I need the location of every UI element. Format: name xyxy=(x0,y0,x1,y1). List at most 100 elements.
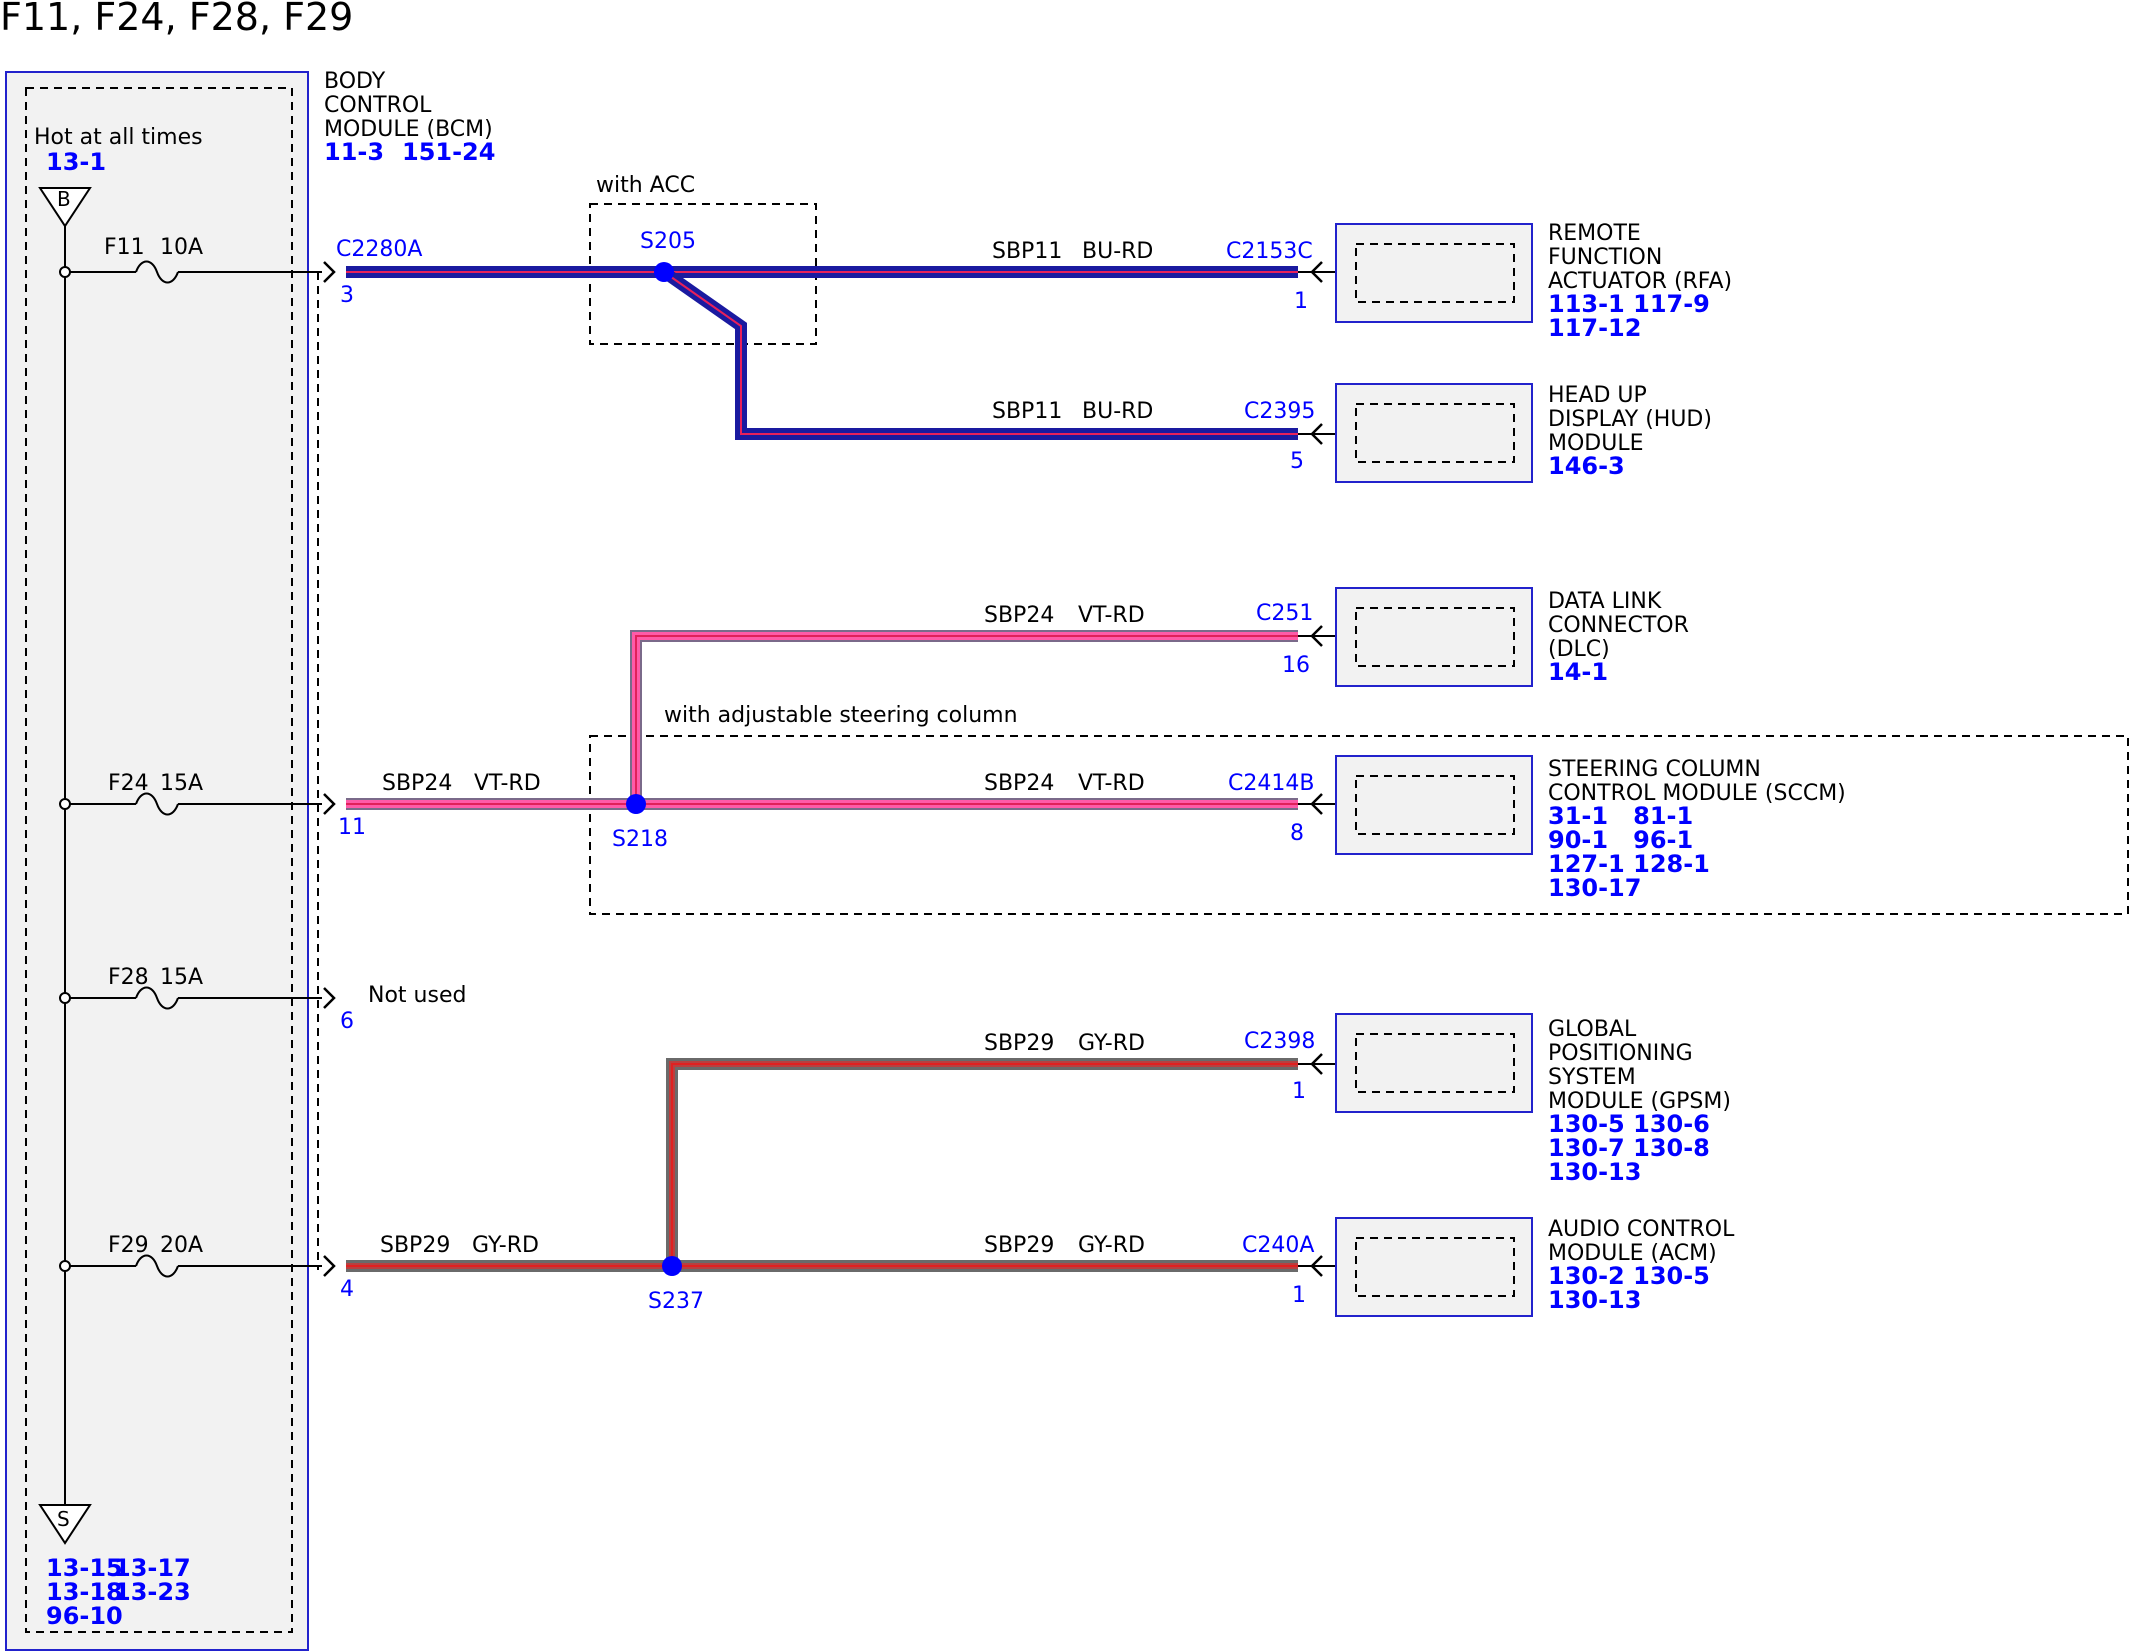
bcm-outer-box xyxy=(5,71,309,1651)
pin-arrow-icon xyxy=(1310,261,1323,283)
module-ref-line-1[interactable]: 14-1 xyxy=(1548,658,1608,686)
module-name-line-2: DISPLAY (HUD) xyxy=(1548,407,1712,432)
bcm-ref-1[interactable]: 11-3 xyxy=(324,138,384,166)
module-ref-line-4[interactable]: 130-17 xyxy=(1548,874,1641,902)
module-ref-line-1[interactable]: 113-1 117-9 xyxy=(1548,290,1710,318)
wire-label-circuit: SBP24 xyxy=(984,771,1054,796)
bottom-ref-1[interactable]: 13-15 xyxy=(46,1554,123,1582)
module-inner-box xyxy=(1355,243,1515,303)
splice-s218-label: S218 xyxy=(612,827,668,852)
wire-label-color: BU-RD xyxy=(1082,399,1153,424)
module-name-line-3: SYSTEM xyxy=(1548,1065,1636,1090)
bottom-ref-4[interactable]: 13-23 xyxy=(114,1578,191,1606)
bus-tap-dot xyxy=(59,798,71,810)
module-sccm: C2414B 8 STEERING COLUMN CONTROL MODULE … xyxy=(1228,755,1846,902)
fuse-icon xyxy=(135,1254,179,1278)
pin-arrow-icon xyxy=(1310,793,1323,815)
bcm-name-line-1: BODY xyxy=(324,69,386,94)
module-name-line-3: (DLC) xyxy=(1548,637,1610,662)
module-ref-line-1[interactable]: 146-3 xyxy=(1548,452,1625,480)
module-box xyxy=(1335,587,1533,687)
connector-c2395[interactable]: C2395 xyxy=(1244,399,1315,424)
bcm-module: BODY CONTROL MODULE (BCM) 11-3 151-24 Ho… xyxy=(5,69,495,1651)
wire-label-circuit: SBP29 xyxy=(984,1031,1054,1056)
diagram-title: F11, F24, F28, F29 xyxy=(0,0,353,39)
bcm-pin-4: 4 xyxy=(340,1277,354,1302)
fuse-f28-rating: 15A xyxy=(160,965,203,990)
wire-label-circuit: SBP24 xyxy=(382,771,452,796)
module-ref-line-2[interactable]: 90-1 96-1 xyxy=(1548,826,1693,854)
connector-c2398[interactable]: C2398 xyxy=(1244,1029,1315,1054)
bcm-name-line-2: CONTROL xyxy=(324,93,432,118)
module-name-line-1: DATA LINK xyxy=(1548,589,1662,614)
module-ref-line-1[interactable]: 130-5 130-6 xyxy=(1548,1110,1710,1138)
wire-label-color: VT-RD xyxy=(1078,603,1145,628)
module-name-line-2: FUNCTION xyxy=(1548,245,1662,270)
fuse-icon xyxy=(135,986,179,1010)
bcm-pin-6: 6 xyxy=(340,1009,354,1034)
wire-label-circuit: SBP24 xyxy=(984,603,1054,628)
module-ref-line-1[interactable]: 130-2 130-5 xyxy=(1548,1262,1710,1290)
wire-label-color: BU-RD xyxy=(1082,239,1153,264)
connector-c2153c[interactable]: C2153C xyxy=(1226,239,1313,264)
wire-label-color: GY-RD xyxy=(472,1233,539,1258)
module-acm: C240A 1 AUDIO CONTROL MODULE (ACM) 130-2… xyxy=(1242,1217,1735,1317)
module-ref-line-2[interactable]: 130-7 130-8 xyxy=(1548,1134,1710,1162)
module-name-line-2: CONNECTOR xyxy=(1548,613,1689,638)
connector-c240a[interactable]: C240A xyxy=(1242,1233,1314,1258)
module-name-line-1: REMOTE xyxy=(1548,221,1641,246)
module-name-line-2: MODULE (ACM) xyxy=(1548,1241,1717,1266)
module-ref-line-2[interactable]: 130-13 xyxy=(1548,1286,1641,1314)
pin-arrow-icon xyxy=(1310,625,1323,647)
steering-option-label: with adjustable steering column xyxy=(664,703,1018,728)
module-dlc: C251 16 DATA LINK CONNECTOR (DLC) 14-1 xyxy=(1256,587,1689,687)
module-name-line-1: STEERING COLUMN xyxy=(1548,757,1761,782)
bcm-name-line-3: MODULE (BCM) xyxy=(324,117,493,142)
module-inner-box xyxy=(1355,1237,1515,1297)
pin-number: 5 xyxy=(1290,449,1304,474)
hot-ref[interactable]: 13-1 xyxy=(46,148,106,176)
module-inner-box xyxy=(1355,403,1515,463)
wire-label-color: VT-RD xyxy=(1078,771,1145,796)
wire-label-circuit: SBP11 xyxy=(992,239,1062,264)
connector-c251[interactable]: C251 xyxy=(1256,601,1313,626)
module-ref-line-3[interactable]: 127-1 128-1 xyxy=(1548,850,1710,878)
bcm-connector-c2280a[interactable]: C2280A xyxy=(336,237,422,262)
fuse-f28-row: F28 15A 6 Not used xyxy=(59,965,466,1034)
bus-tap-dot xyxy=(59,1260,71,1272)
module-name-line-1: GLOBAL xyxy=(1548,1017,1637,1042)
bottom-ref-3[interactable]: 13-18 xyxy=(46,1578,123,1606)
acc-option-label: with ACC xyxy=(596,173,695,198)
bcm-ref-2[interactable]: 151-24 xyxy=(402,138,495,166)
module-name-line-3: ACTUATOR (RFA) xyxy=(1548,269,1732,294)
power-source-symbol: B xyxy=(57,187,71,211)
module-box xyxy=(1335,383,1533,483)
module-rfa: C2153C 1 REMOTE FUNCTION ACTUATOR (RFA) … xyxy=(1226,221,1732,342)
module-name-line-4: MODULE (GPSM) xyxy=(1548,1089,1731,1114)
module-ref-line-3[interactable]: 130-13 xyxy=(1548,1158,1641,1186)
fuse-f11-row: F11 10A C2280A 3 xyxy=(59,235,422,308)
pin-number: 1 xyxy=(1294,289,1308,314)
module-name-line-1: AUDIO CONTROL xyxy=(1548,1217,1735,1242)
circuit-sbp24 xyxy=(346,630,1298,810)
wire-label-color: GY-RD xyxy=(1078,1031,1145,1056)
connector-c2414b[interactable]: C2414B xyxy=(1228,771,1314,796)
bottom-ref-2[interactable]: 13-17 xyxy=(114,1554,191,1582)
module-ref-line-1[interactable]: 31-1 81-1 xyxy=(1548,802,1693,830)
fuse-f11-rating: 10A xyxy=(160,235,203,260)
splice-s218-dot[interactable] xyxy=(626,794,646,814)
wire-label-color: VT-RD xyxy=(474,771,541,796)
module-box xyxy=(1335,223,1533,323)
splice-s205-dot[interactable] xyxy=(654,262,674,282)
pin-number: 8 xyxy=(1290,821,1304,846)
pin-arrow-icon xyxy=(1310,423,1323,445)
fuse-icon xyxy=(135,792,179,816)
fuse-f24-rating: 15A xyxy=(160,771,203,796)
splice-s237-dot[interactable] xyxy=(662,1256,682,1276)
bottom-ref-5[interactable]: 96-10 xyxy=(46,1602,123,1630)
splice-s237-label: S237 xyxy=(648,1289,704,1314)
splice-s205-label: S205 xyxy=(640,229,696,254)
module-ref-line-2[interactable]: 117-12 xyxy=(1548,314,1641,342)
steering-option-box xyxy=(589,735,2129,915)
